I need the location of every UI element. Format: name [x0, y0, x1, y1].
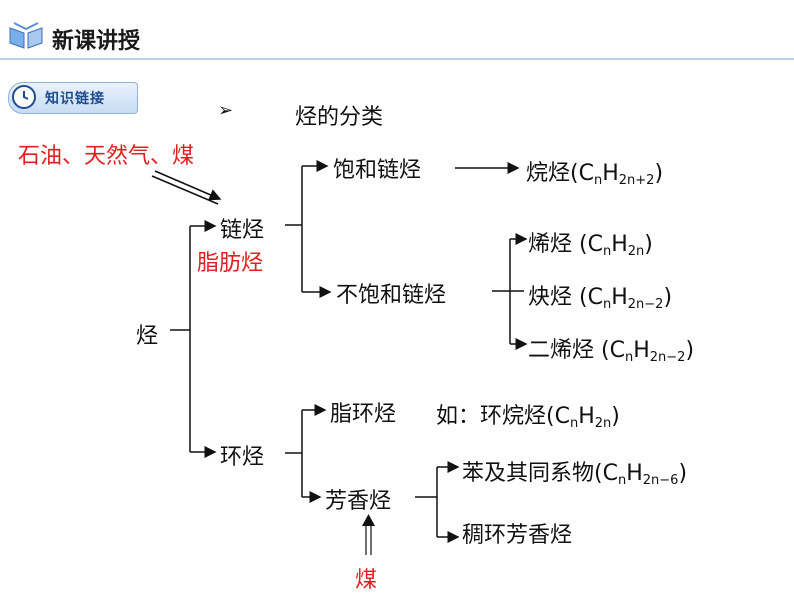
header-divider — [0, 58, 794, 60]
topic-bullet-icon: ➢ — [218, 100, 234, 121]
clock-icon — [12, 85, 36, 109]
node-aliphatic-hydrocarbon: 脂肪烃 — [197, 251, 264, 276]
node-cyclic-hydrocarbon: 环烃 — [220, 445, 265, 470]
node-unsaturated-chain: 不饱和链烃 — [336, 283, 447, 308]
node-benzene-homologs: 苯及其同系物(CnH2n−6) — [462, 461, 688, 488]
node-saturated-chain: 饱和链烃 — [333, 158, 422, 183]
node-aromatic-hydrocarbon: 芳香烃 — [325, 489, 392, 514]
source-note-top: 石油、天然气、煤 — [18, 144, 195, 169]
header-book-icon — [8, 20, 44, 50]
node-hydrocarbon: 烃 — [136, 324, 159, 349]
node-alkyne: 炔烃 (CnH2n−2) — [528, 285, 673, 312]
page-title: 新课讲授 — [52, 29, 141, 54]
knowledge-link-badge: 知识链接 — [8, 82, 138, 114]
node-fused-aromatic: 稠环芳香烃 — [462, 523, 573, 548]
node-cycloalkane-example: 如：环烷烃(CnH2n) — [436, 404, 620, 431]
node-alkane: 烷烃(CnH2n+2) — [526, 161, 664, 188]
node-diene: 二烯烃 (CnH2n−2) — [528, 338, 695, 365]
node-alicyclic-hydrocarbon: 脂环烃 — [330, 402, 397, 427]
badge-label: 知识链接 — [45, 91, 105, 107]
source-note-bottom: 煤 — [355, 568, 378, 593]
topic-title: 烃的分类 — [295, 105, 384, 130]
node-alkene: 烯烃 (CnH2n) — [528, 232, 653, 259]
node-chain-hydrocarbon: 链烃 — [220, 218, 265, 243]
